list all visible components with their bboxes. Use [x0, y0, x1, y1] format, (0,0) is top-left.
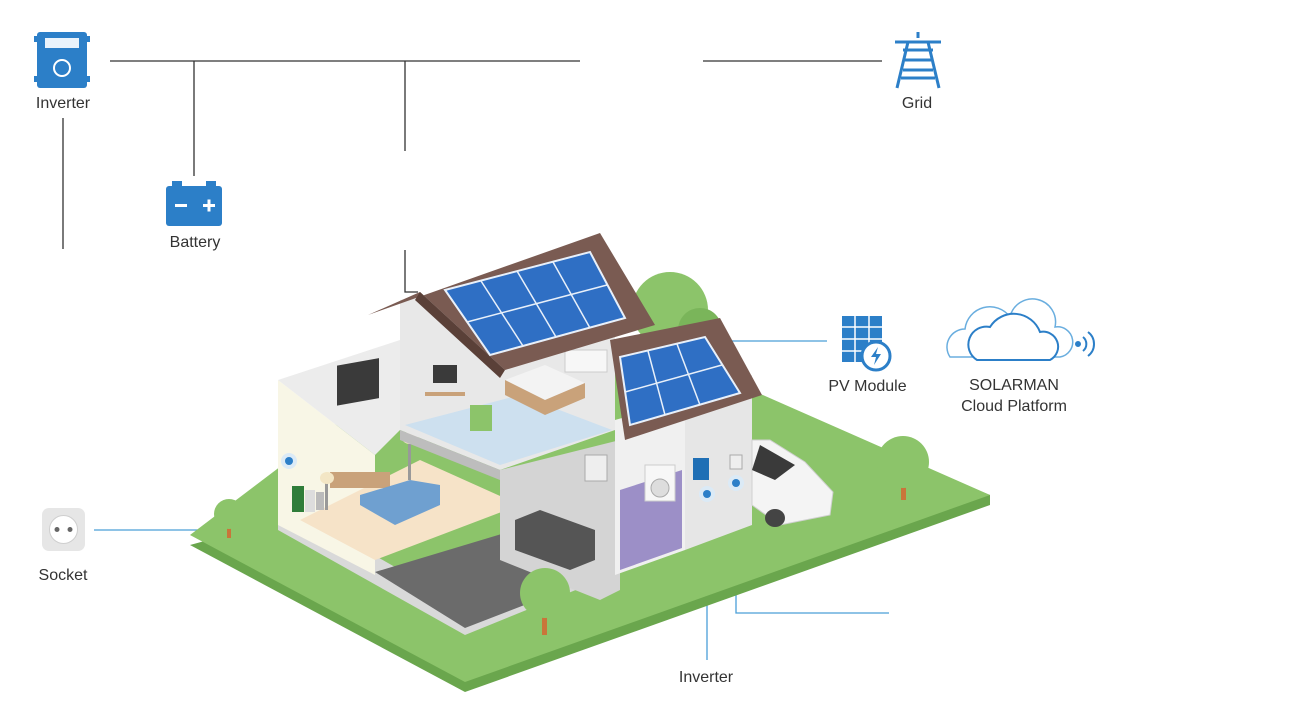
- inverter-label: Inverter: [35, 95, 91, 112]
- pv-module-label: PV Module: [828, 378, 907, 395]
- car: [751, 439, 834, 527]
- cloud-label-line2: Cloud Platform: [961, 398, 1067, 415]
- grid-label: Grid: [901, 95, 933, 112]
- cloud-platform-label: SOLARMAN Cloud Platform: [944, 375, 1084, 417]
- inverter-icon: [34, 32, 90, 88]
- socket-label: Socket: [38, 567, 88, 584]
- battery-label: Battery: [169, 234, 221, 251]
- cloud-label-line1: SOLARMAN: [969, 377, 1059, 394]
- living-room: [278, 340, 520, 575]
- power-socket-icon: [42, 508, 85, 551]
- tree-left: [214, 499, 244, 538]
- cloud-wifi-icon: [946, 298, 1095, 361]
- battery-icon: [166, 181, 222, 226]
- tree-right: [877, 436, 929, 500]
- inverter-bottom-label: Inverter: [678, 669, 734, 686]
- transmission-tower-icon: [895, 32, 941, 89]
- solar-panel-icon: [842, 316, 892, 372]
- laundry: [615, 375, 752, 575]
- side-roof: [610, 318, 762, 440]
- connector-lines: [62, 60, 882, 293]
- kitchen: [500, 440, 620, 600]
- tree-front: [520, 568, 570, 635]
- main-roof: [368, 233, 655, 378]
